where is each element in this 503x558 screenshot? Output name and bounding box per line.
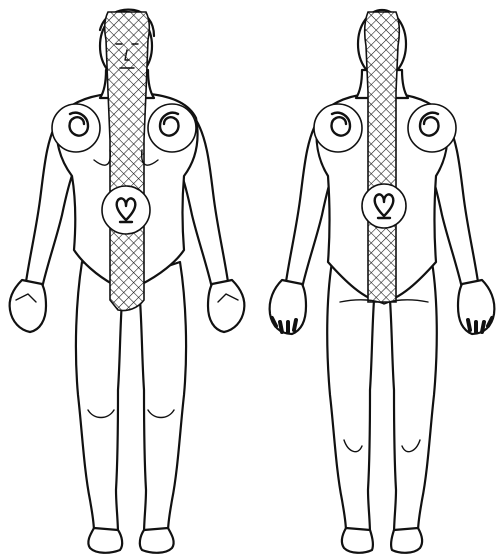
back-abdomen-spot (362, 184, 406, 228)
back-right-foot (391, 528, 422, 553)
back-left-shoulder-spot (314, 104, 362, 152)
front-right-leg (138, 262, 186, 534)
back-center-channel (365, 12, 400, 302)
front-view-figure (10, 10, 245, 553)
front-right-hand (208, 280, 244, 332)
back-right-shoulder-spot (408, 104, 456, 152)
front-left-shoulder-spot (52, 104, 100, 152)
front-abdomen-spot (102, 186, 150, 234)
front-left-foot (88, 528, 122, 553)
front-right-shoulder-spot (148, 104, 196, 152)
back-view-figure (270, 10, 495, 553)
front-left-hand (10, 280, 46, 332)
back-left-foot (342, 528, 373, 553)
front-right-foot (140, 528, 174, 553)
